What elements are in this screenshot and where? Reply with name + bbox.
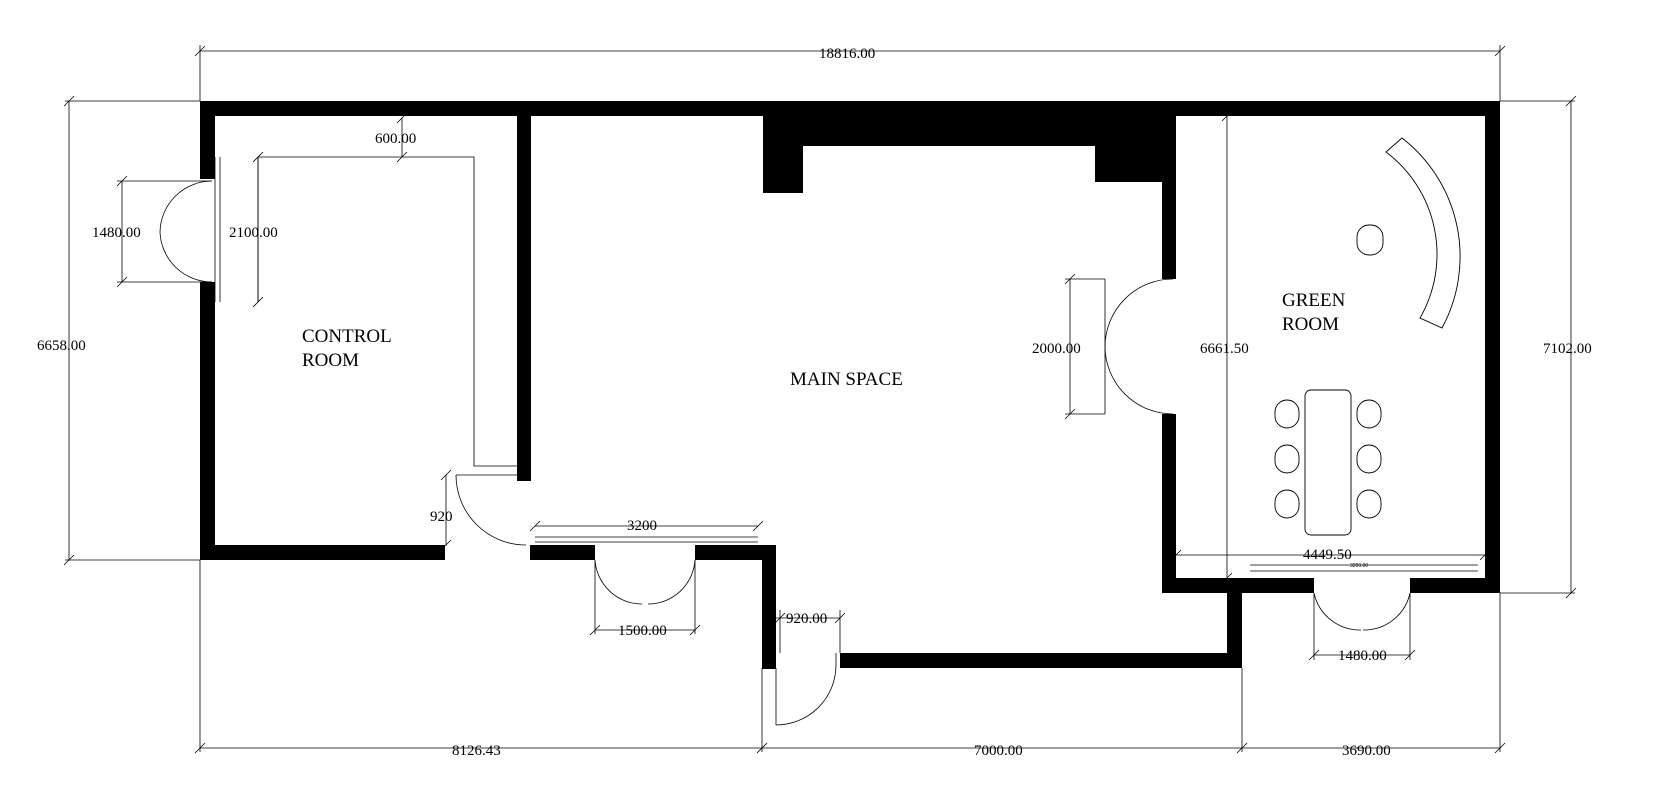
green-room-label-line1: GREEN	[1282, 290, 1346, 311]
dim-control-offset: 600.00	[375, 131, 416, 147]
dim-bottom-left: 8126.43	[452, 743, 501, 759]
walls	[200, 101, 1500, 669]
dim-right-height: 7102.00	[1543, 341, 1592, 357]
dim-control-door: 920	[430, 509, 453, 525]
dim-left-door: 1480.00	[92, 225, 141, 241]
doors	[159, 180, 1411, 726]
dimension-labels: 18816.00 6658.00 7102.00 8126.43 7000.00…	[37, 46, 1592, 759]
dimension-lines	[63, 45, 1577, 754]
dim-green-bottom-door: 1480.00	[1338, 648, 1387, 664]
dim-left-height: 6658.00	[37, 338, 86, 354]
dim-green-window-small: 3200.00	[1350, 563, 1368, 569]
control-room-label-line1: CONTROL	[302, 326, 392, 347]
control-room-label-line2: ROOM	[302, 350, 359, 371]
dim-bottom-door: 920.00	[786, 611, 827, 627]
dim-green-door: 2000.00	[1032, 341, 1081, 357]
furniture	[1274, 137, 1461, 536]
green-room-label-line2: ROOM	[1282, 314, 1339, 335]
dim-window-bottom: 3200	[627, 518, 657, 534]
dim-overall-top: 18816.00	[819, 46, 875, 62]
dim-bottom-middle: 7000.00	[974, 743, 1023, 759]
main-space-label: MAIN SPACE	[790, 369, 903, 390]
thin-details	[214, 116, 1478, 578]
room-labels: CONTROL ROOM MAIN SPACE GREEN ROOM	[302, 290, 1346, 390]
dim-main-double-door: 1500.00	[618, 623, 667, 639]
dim-green-room-height: 6661.50	[1200, 341, 1249, 357]
dim-left-window: 2100.00	[229, 225, 278, 241]
dim-green-room-width: 4449.50	[1303, 547, 1352, 563]
dim-bottom-right: 3690.00	[1342, 743, 1391, 759]
